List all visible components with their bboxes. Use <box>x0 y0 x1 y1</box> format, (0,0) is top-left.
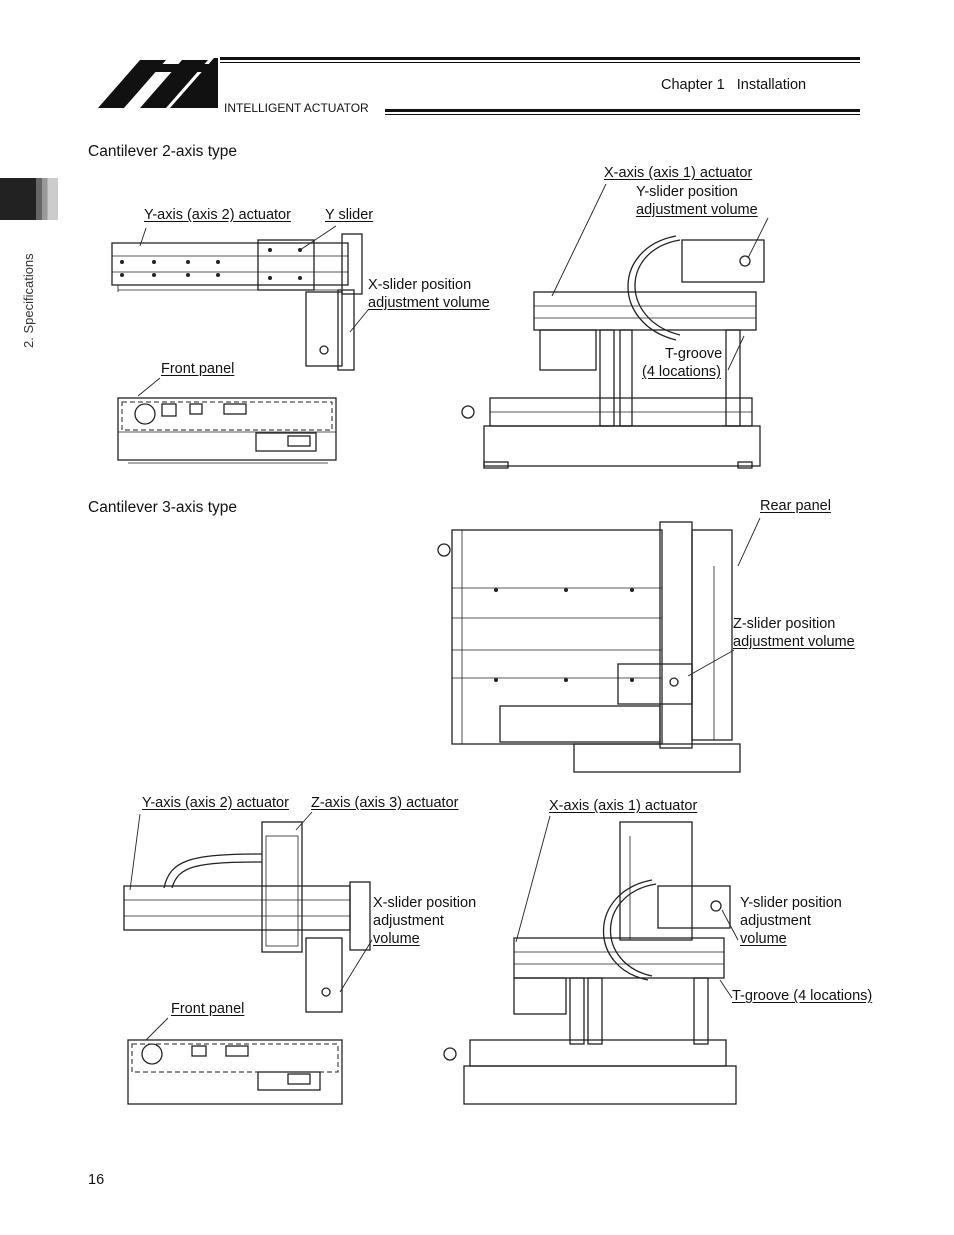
label-3axis-x-slider-pos-3: volume <box>373 931 420 947</box>
label-2axis-y-slider-pos-2: adjustment volume <box>636 202 758 218</box>
label-3axis-front-panel: Front panel <box>171 1001 245 1017</box>
label-2axis-y-slider: Y slider <box>325 207 374 223</box>
label-3axis-z-slider-pos-1: Z-slider position <box>733 616 836 632</box>
label-2axis-front-panel: Front panel <box>161 361 235 377</box>
label-3axis-rear-panel: Rear panel <box>760 498 831 514</box>
label-2axis-y-actuator: Y-axis (axis 2) actuator <box>144 207 291 223</box>
label-3axis-x-actuator: X-axis (axis 1) actuator <box>549 798 698 814</box>
label-3axis-x-slider-pos-2: adjustment <box>373 913 444 929</box>
label-2axis-x-actuator: X-axis (axis 1) actuator <box>604 165 753 181</box>
label-3axis-y-slider-pos-2: adjustment <box>740 913 811 929</box>
label-2axis-t-groove-1: T-groove <box>665 346 723 362</box>
label-3axis-y-actuator: Y-axis (axis 2) actuator <box>142 795 289 811</box>
label-3axis-y-slider-pos-1: Y-slider position <box>740 895 842 911</box>
chapter-title: Chapter 1 Installation <box>661 77 807 93</box>
section-title-3axis: Cantilever 3-axis type <box>88 499 238 516</box>
leader-lines <box>129 183 769 1041</box>
label-3axis-t-groove: T-groove (4 locations) <box>732 988 873 1004</box>
label-2axis-x-slider-pos-2: adjustment volume <box>368 295 490 311</box>
header-rule-bottom <box>385 109 860 112</box>
side-tab-block <box>0 178 58 220</box>
label-3axis-z-actuator: Z-axis (axis 3) actuator <box>311 795 459 811</box>
drawing-3axis-front-view <box>123 821 371 1105</box>
label-3axis-z-slider-pos-2: adjustment volume <box>733 634 855 650</box>
header-rule-bottom-thin <box>385 114 860 115</box>
drawing-2axis-top-view <box>111 233 363 464</box>
page-number: 16 <box>88 1172 105 1188</box>
label-3axis-x-slider-pos-1: X-slider position <box>373 895 477 911</box>
drawing-3axis-side-view <box>443 821 737 1105</box>
section-title-2axis: Cantilever 2-axis type <box>88 143 238 160</box>
label-3axis-y-slider-pos-3: volume <box>740 931 787 947</box>
drawing-2axis-side-view <box>461 235 765 469</box>
header-rule-top <box>220 57 860 60</box>
header-rule-top-thin <box>220 62 860 63</box>
brand-name: INTELLIGENT ACTUATOR <box>224 101 369 115</box>
drawing-3axis-top-view <box>437 521 741 773</box>
iai-logo <box>98 58 218 108</box>
label-2axis-x-slider-pos-1: X-slider position <box>368 277 472 293</box>
label-2axis-t-groove-2: (4 locations) <box>642 364 721 380</box>
label-2axis-y-slider-pos-1: Y-slider position <box>636 184 738 200</box>
